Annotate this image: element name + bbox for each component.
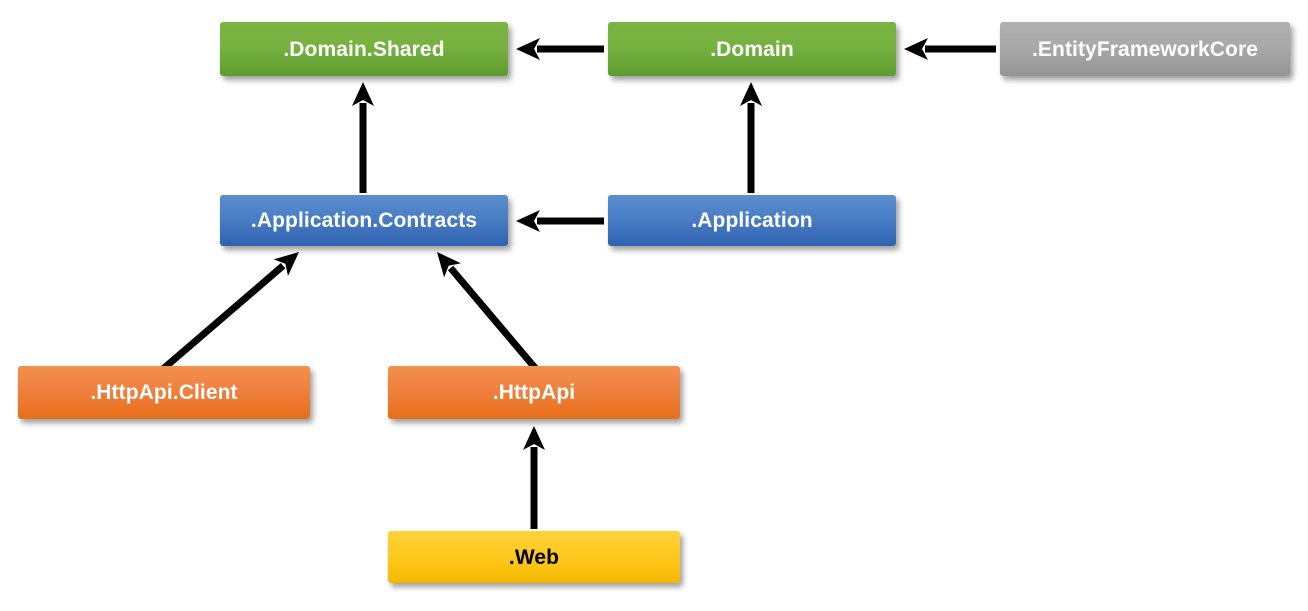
dependency-arrow-application-to-contracts [516, 210, 604, 232]
module-box-http-api-client[interactable]: .HttpApi.Client [18, 366, 310, 419]
dependency-arrow-contracts-to-domain-shared [352, 82, 374, 193]
dependency-arrow-application-to-domain [740, 82, 762, 193]
module-label-application: .Application [691, 209, 813, 232]
module-label-domain: .Domain [710, 37, 794, 61]
module-label-web: .Web [508, 545, 560, 569]
module-box-domain-shared[interactable]: .Domain.Shared [220, 22, 508, 76]
module-label-http-api: .HttpApi [492, 381, 576, 404]
module-label-domain-shared: .Domain.Shared [283, 37, 445, 61]
module-box-http-api[interactable]: .HttpApi [388, 366, 680, 419]
module-box-application-contracts[interactable]: .Application.Contracts [220, 195, 508, 246]
module-label-http-api-client: .HttpApi.Client [90, 381, 238, 404]
dependency-arrow-domain-to-domain-shared [516, 38, 604, 60]
dependency-arrow-web-to-http-api [523, 426, 545, 529]
module-box-domain[interactable]: .Domain [608, 22, 896, 76]
module-box-application[interactable]: .Application [608, 195, 896, 246]
module-label-entity-framework-core: .EntityFrameworkCore [1031, 37, 1259, 61]
dependency-arrow-http-api-to-contracts [437, 252, 539, 372]
module-box-web[interactable]: .Web [388, 531, 680, 583]
module-box-entity-framework-core[interactable]: .EntityFrameworkCore [1000, 22, 1290, 76]
module-label-application-contracts: .Application.Contracts [250, 209, 478, 232]
dependency-arrow-http-api-client-to-contracts [160, 252, 299, 372]
dependency-arrow-efcore-to-domain [904, 38, 996, 60]
